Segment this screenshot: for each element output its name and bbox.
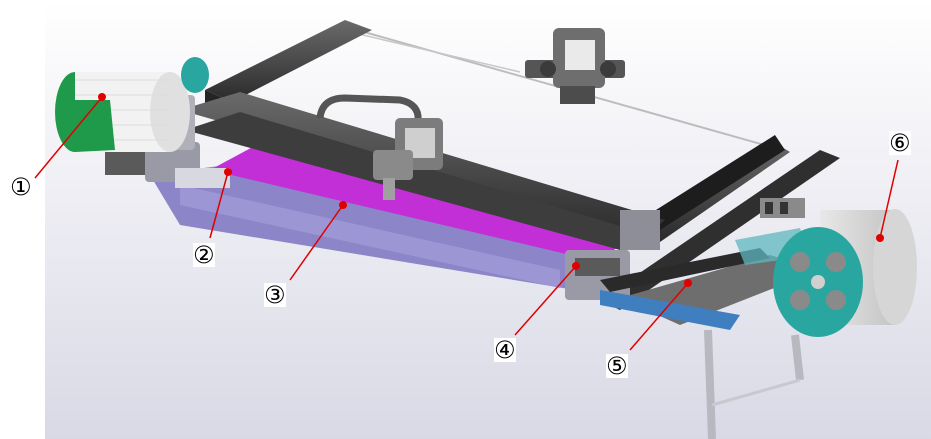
bracket-2: [765, 202, 773, 214]
pointer-line-2: [209, 171, 229, 239]
bracket-3: [780, 202, 788, 214]
output-belt-legs-2: [791, 334, 804, 381]
unwind-roll: [55, 57, 209, 152]
output-belt: [600, 248, 820, 330]
rewind-roll: [773, 209, 917, 337]
table-front-rail: [180, 185, 560, 288]
rear-rail-left: [205, 20, 372, 102]
pointer-lines: [34, 96, 899, 351]
table-edge: [150, 162, 640, 290]
callout-1: ①: [10, 173, 32, 201]
pointer-dot-6: [876, 234, 884, 242]
cutting-head: [373, 118, 443, 200]
callout-6: ⑥: [889, 129, 911, 157]
pointer-line-4: [514, 265, 577, 336]
callout-4: ④: [494, 336, 516, 364]
pointer-dot-4: [572, 262, 580, 270]
pointer-dot-3: [339, 201, 347, 209]
callout-2: ②: [193, 241, 215, 269]
callout-5: ⑤: [606, 352, 628, 380]
cable-hose: [316, 94, 422, 123]
pointer-dot-2: [224, 168, 232, 176]
gantry-beam-lower: [185, 112, 640, 250]
pointer-line-1: [34, 96, 103, 179]
pointer-line-3: [289, 204, 344, 281]
callout-3: ③: [264, 281, 286, 309]
pointer-dots: [98, 93, 884, 287]
pointer-line-6: [879, 159, 899, 239]
output-belt-support: [711, 378, 801, 407]
pointer-line-5: [629, 282, 689, 351]
output-belt-legs: [704, 329, 716, 439]
cable-motor-carriage: [525, 28, 625, 104]
pointer-dot-1: [98, 93, 106, 101]
right-rail-upper: [648, 135, 785, 230]
pointer-dot-5: [684, 279, 692, 287]
guide-cable-2: [349, 31, 521, 73]
